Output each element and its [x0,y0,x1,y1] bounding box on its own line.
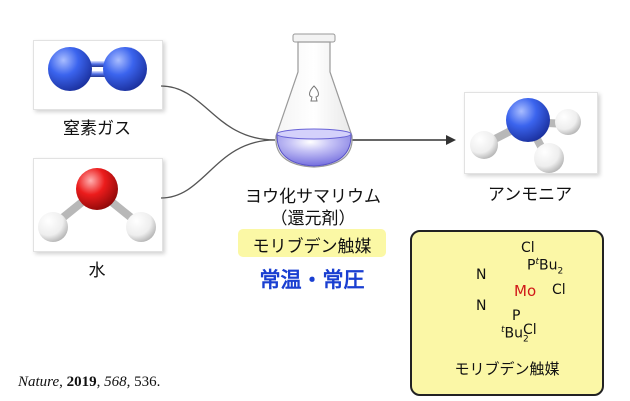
nitrogen-connector-line [160,85,276,141]
hydrogen-atom-right [555,109,581,135]
catalyst-panel-caption: モリブデン触媒 [454,360,560,378]
molybdenum-atom: Mo [514,282,537,300]
catalyst-label: モリブデン触媒 [252,237,372,257]
catalyst-label-highlight [238,229,386,257]
nitrogen-gas-label: 窒素ガス [63,119,131,139]
water-label: 水 [88,261,106,281]
p-lower-symbol: P [512,308,521,324]
reaction-arrow [343,135,456,145]
hydrogen-atom-left [470,131,498,159]
citation: Nature, 2019, 568, 536. [18,374,161,390]
tbu-prefix: t [535,257,539,267]
water-molecule [38,168,156,242]
cl-bottom-atom: Cl [523,322,537,338]
tbu-main-lower: Bu [504,325,524,342]
tbu-lower: tBu2 [501,325,529,344]
reducing-agent-role: （還元剤） [270,209,356,229]
nitrogen-atom [506,98,550,142]
n-upper-atom: N [476,267,487,283]
citation-year: 2019 [66,374,97,390]
n-lower-atom: N [476,298,487,314]
p-lower-atom: P [512,308,520,324]
nitrogen-atom-left [48,47,92,91]
reducing-agent-name: ヨウ化サマリウム [245,187,381,207]
ammonia-molecule [470,98,581,173]
tbu-main: Bu [538,257,558,274]
hydrogen-atom-left [38,212,68,242]
water-connector-line [160,139,276,199]
p-upper-symbol: P [527,257,536,274]
tbu-subscript-lower: 2 [523,334,529,345]
reaction-flask [275,33,353,168]
hydrogen-atom-right [126,212,156,242]
citation-page: 536. [134,374,161,390]
citation-journal: Nature [18,374,60,390]
ammonia-label: アンモニア [487,185,573,205]
nitrogen-molecule [48,47,147,91]
citation-volume: 568 [104,374,127,390]
p-upper-atom: PtBu2 [527,257,563,276]
hydrogen-atom-bottom [534,143,564,173]
catalyst-panel [410,230,604,396]
cl-right-atom: Cl [552,282,566,298]
tbu-prefix-lower: t [501,325,505,335]
reaction-conditions: 常温・常圧 [259,268,365,292]
tbu-subscript: 2 [557,266,564,277]
nitrogen-atom-right [103,47,147,91]
cl-top-atom: Cl [521,240,535,256]
oxygen-atom [76,168,118,210]
